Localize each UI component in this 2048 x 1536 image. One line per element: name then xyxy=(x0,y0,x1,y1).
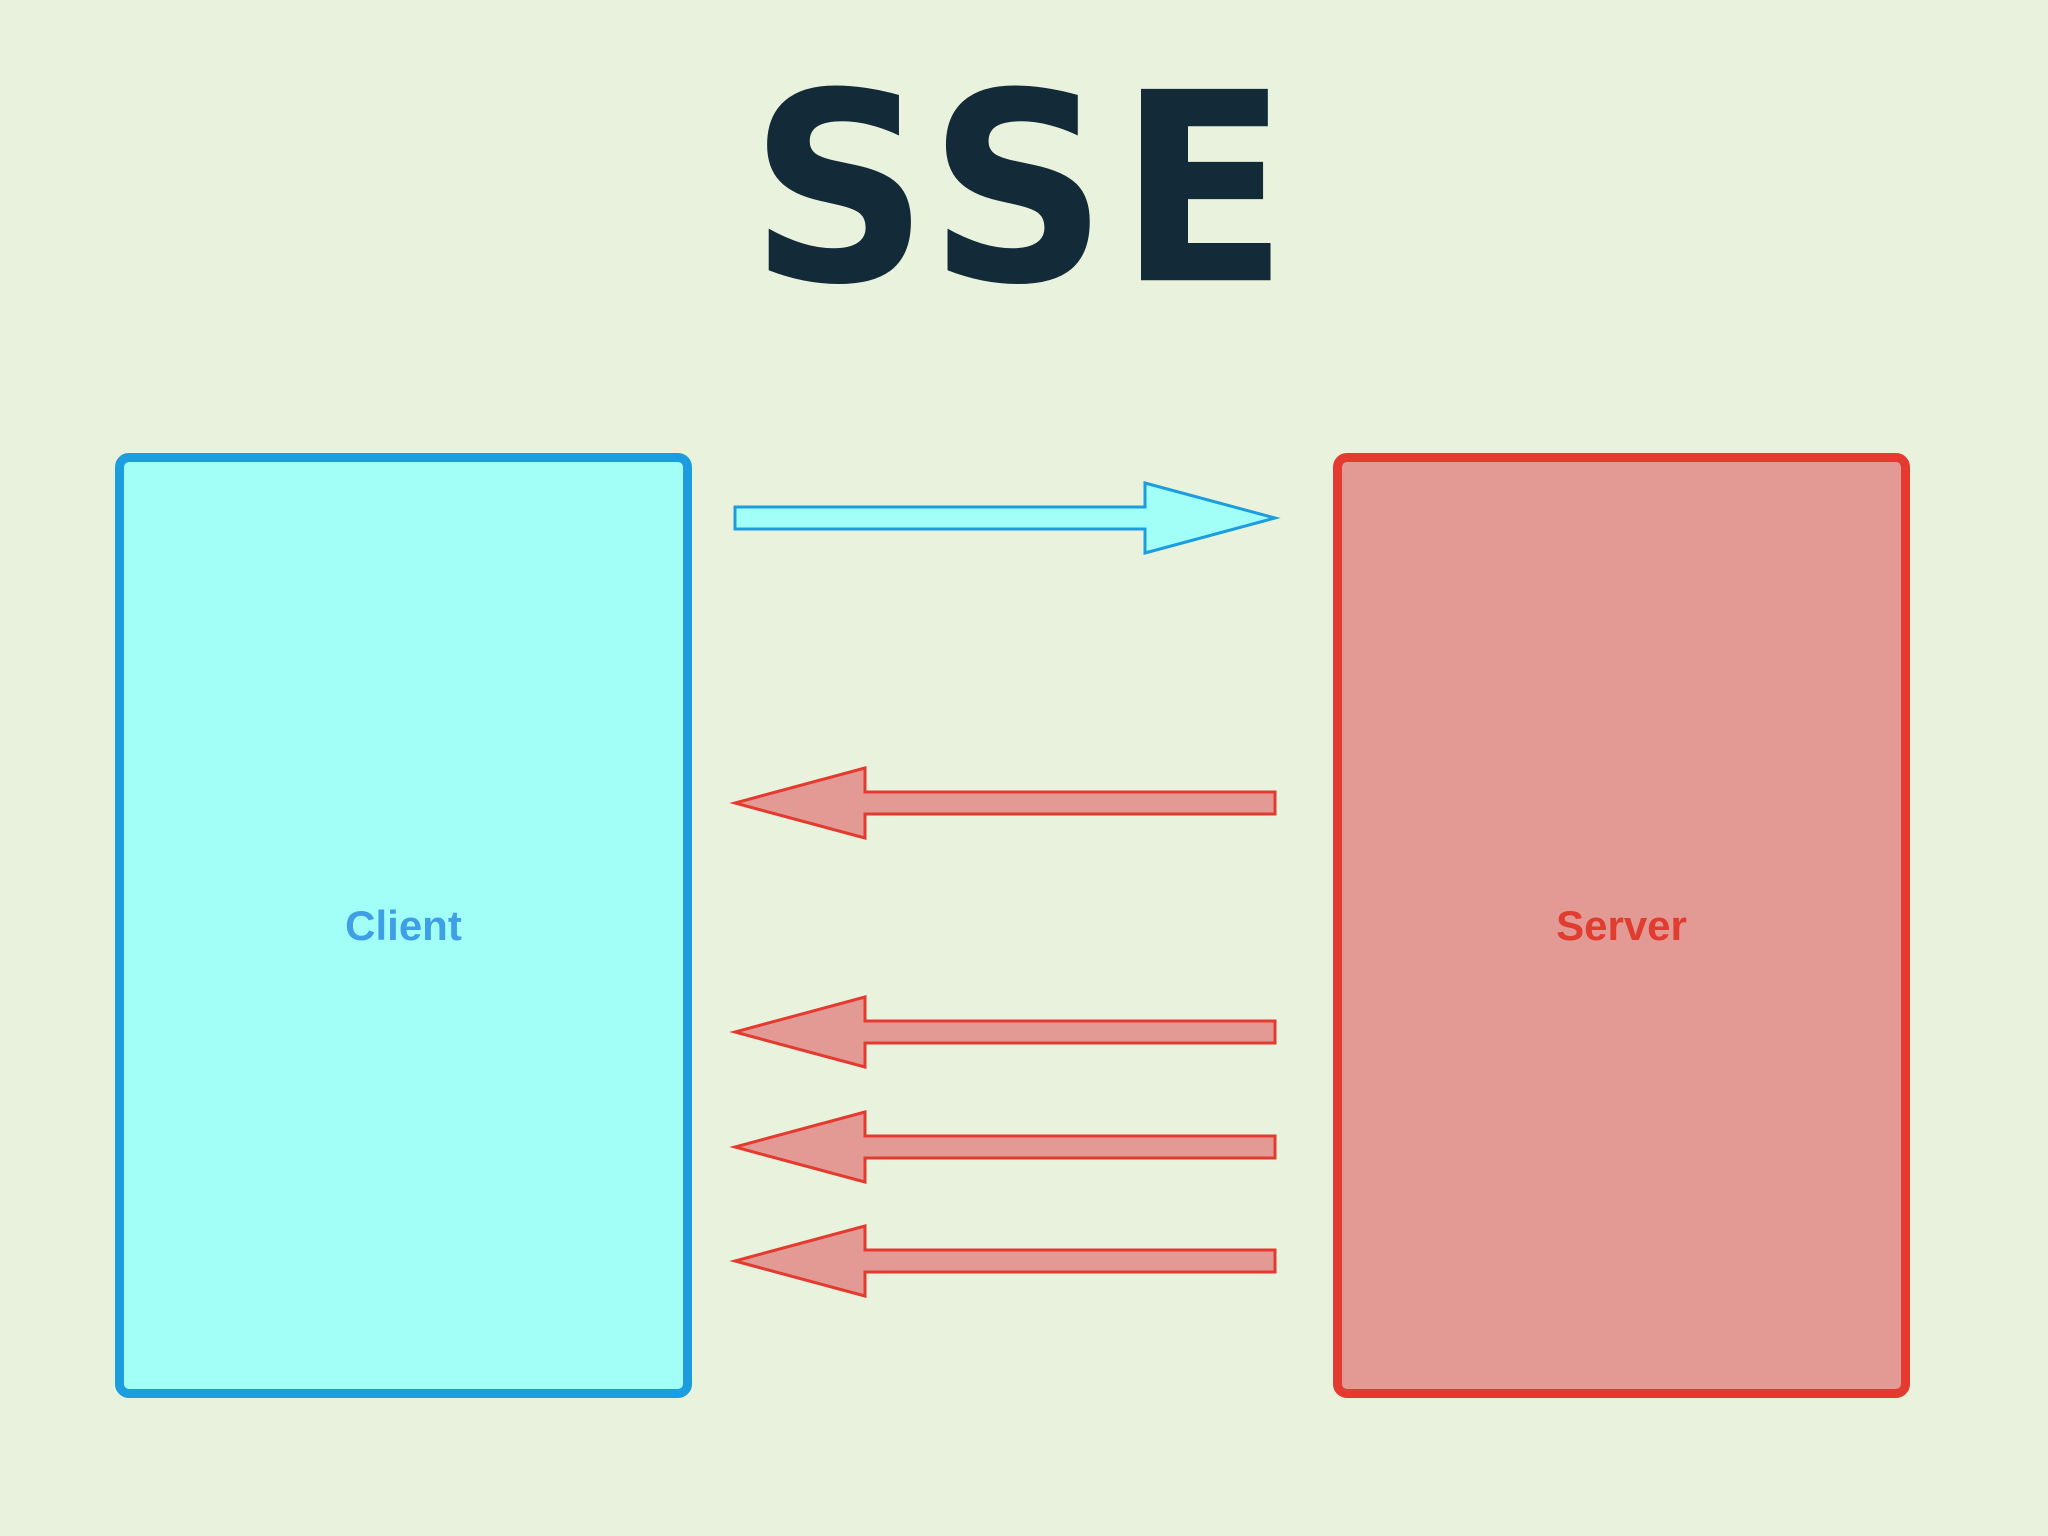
server-box: Server xyxy=(1333,453,1910,1398)
client-box: Client xyxy=(115,453,692,1398)
request-arrow xyxy=(733,481,1281,555)
server-label: Server xyxy=(1556,901,1687,949)
diagram-title: SSE xyxy=(749,36,1299,343)
event-arrow-1 xyxy=(729,766,1277,840)
client-label: Client xyxy=(345,901,462,949)
event-arrow-3 xyxy=(729,1110,1277,1184)
event-arrow-2 xyxy=(729,995,1277,1069)
event-arrow-4 xyxy=(729,1224,1277,1298)
